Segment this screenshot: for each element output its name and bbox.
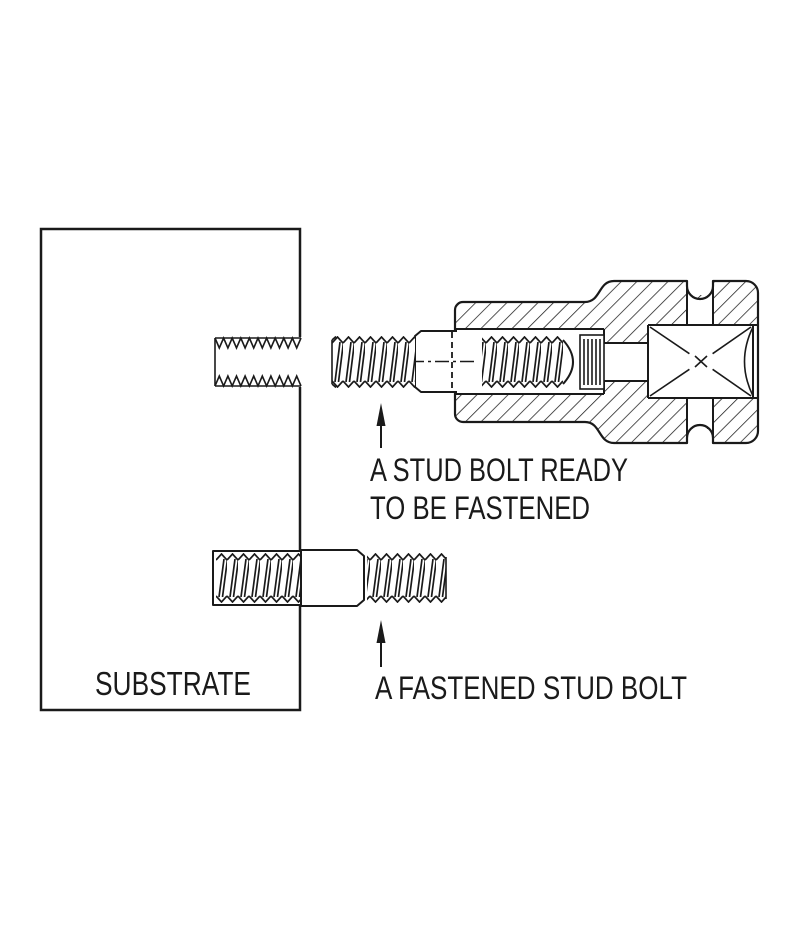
- fastened-stud-bolt: [212, 549, 447, 607]
- ready-label-line1: A STUD BOLT READY: [370, 452, 628, 488]
- square-recess-diagonals: [649, 326, 752, 397]
- hole-thread-teeth-top: [214, 335, 302, 351]
- stud-threads-in-socket: [482, 336, 563, 388]
- fastened-label: A FASTENED STUD BOLT: [375, 670, 687, 706]
- fastened-bolt-embedded-threads: [212, 550, 303, 606]
- substrate: [39, 227, 303, 712]
- ready-bolt-shank: [410, 330, 478, 393]
- socket-outline: [453, 279, 760, 445]
- fastened-bolt-shank: [300, 549, 365, 607]
- hole-thread-teeth-bottom: [214, 373, 302, 389]
- square-drive-recess: [647, 324, 758, 399]
- fastened-bolt-arrow: [376, 620, 386, 667]
- substrate-label: SUBSTRATE: [95, 665, 251, 702]
- retaining-groove-edges: [686, 286, 714, 438]
- internal-threaded-plug: [579, 334, 605, 390]
- arrow-up-icon: [376, 620, 386, 643]
- stud-dome-end: [562, 339, 574, 385]
- ready-label-line2: TO BE FASTENED: [370, 490, 590, 526]
- square-recess-center-mark: [694, 355, 708, 368]
- socket-tool: [453, 279, 760, 445]
- ready-bolt-threads: [331, 335, 415, 389]
- substrate-body: [39, 227, 302, 712]
- arrow-up-icon: [376, 403, 386, 426]
- socket-body-hatching: [455, 281, 758, 443]
- substrate-threaded-hole: [214, 335, 303, 389]
- square-recess-arc: [743, 326, 754, 397]
- fastened-bolt-exposed-threads: [367, 553, 447, 603]
- stud-bolt-ready: [331, 330, 478, 393]
- ready-bolt-arrow: [376, 403, 386, 448]
